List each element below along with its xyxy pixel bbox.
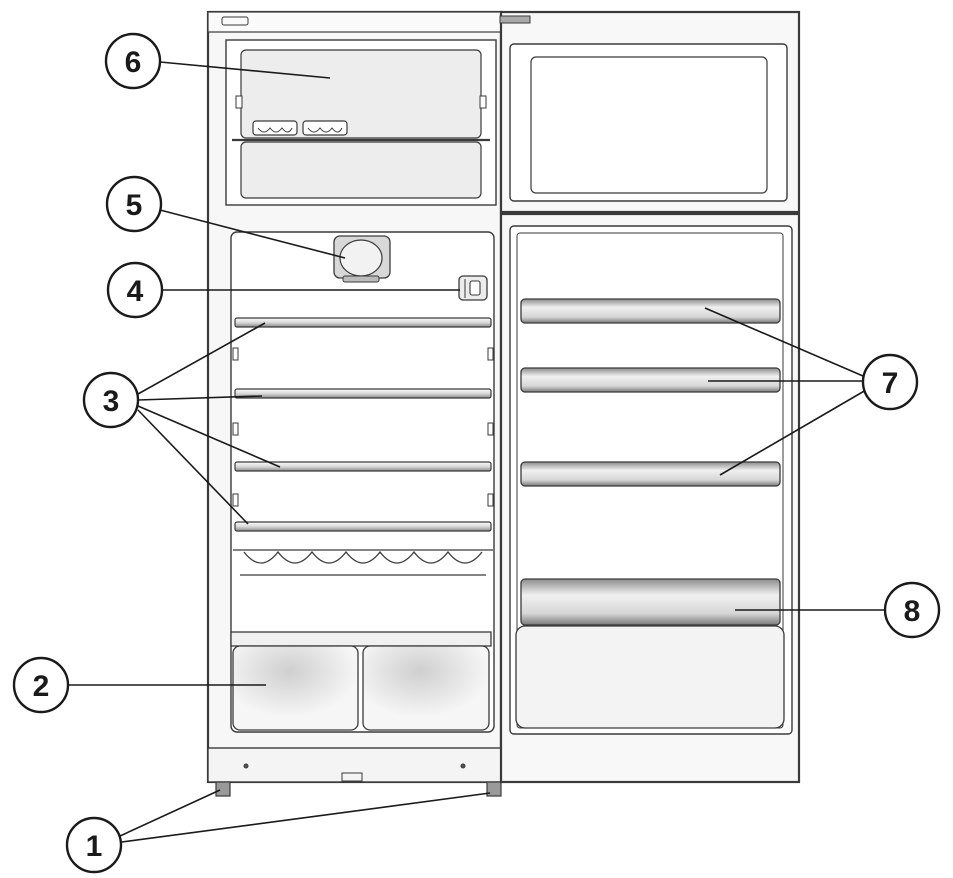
callout-label: 4: [127, 275, 144, 308]
glass-shelf-2: [234, 388, 492, 399]
shelf-rail: [487, 347, 494, 361]
callout-circle: [883, 581, 941, 639]
freezer-upper-bay: [240, 49, 482, 139]
freezer-lower-bay: [240, 141, 482, 199]
glass-shelf-3: [234, 461, 492, 472]
leader-line-6: [159, 61, 331, 79]
door-shelf-1: [520, 298, 781, 324]
foot-right: [486, 781, 502, 797]
bottle-rack-wave: [243, 550, 483, 564]
leader-line-1b: [121, 792, 491, 843]
thermostat-unit: [458, 275, 488, 301]
kickplate: [207, 747, 502, 783]
glass-shelf-1: [234, 317, 492, 328]
bottle-tray: [515, 578, 785, 729]
callout-label: 8: [904, 595, 921, 628]
freezer-rail-left: [235, 95, 243, 109]
bottle-tray-rail: [520, 578, 781, 626]
top-handle-left: [221, 16, 249, 26]
callout-label: 2: [33, 670, 50, 703]
leader-line-3b: [137, 395, 263, 401]
callout-2: 2: [12, 656, 70, 714]
shelf-support-rails: [232, 347, 494, 507]
callout-8: 8: [883, 581, 941, 639]
callout-6: 6: [104, 32, 162, 90]
callout-3: 3: [82, 371, 140, 429]
bottle-tray-bin: [515, 625, 785, 729]
callout-circle: [106, 261, 164, 319]
freezer-rail-right: [479, 95, 487, 109]
glass-shelf-4: [234, 521, 492, 532]
freezer-shelf: [232, 49, 490, 199]
shelf-rail: [232, 422, 239, 436]
door-shelves: [520, 298, 781, 487]
lamp-base: [342, 275, 380, 283]
ice-tray-left: [252, 120, 298, 136]
crisper-drawers: [230, 631, 492, 731]
crisper-right: [362, 645, 490, 731]
foot-left: [215, 781, 231, 797]
leader-line-1a: [119, 789, 221, 837]
callout-label: 1: [86, 830, 103, 863]
callout-circle: [65, 816, 123, 874]
lamp-bulb: [339, 239, 383, 277]
callout-7: 7: [861, 353, 919, 411]
leader-line-7a: [704, 307, 864, 377]
shelf-rail: [232, 493, 239, 507]
callout-circle: [105, 175, 163, 233]
callout-1: 1: [65, 816, 123, 874]
callout-4: 4: [106, 261, 164, 319]
crisper-left: [232, 645, 359, 731]
shelf-rail: [232, 347, 239, 361]
cabinet-top-strip: [207, 11, 502, 33]
ice-tray-right: [302, 120, 348, 136]
door-shelf-2: [520, 367, 781, 393]
leader-line-3c: [137, 405, 281, 468]
leader-line-3d: [137, 409, 249, 525]
ice-tray-left-cups: [257, 127, 293, 133]
crisper-cover: [230, 631, 492, 647]
shelf-rail: [487, 422, 494, 436]
freezer-door-panel: [530, 56, 768, 194]
bottle-rack: [233, 549, 493, 576]
kickplate-tab: [341, 772, 363, 782]
callout-label: 3: [103, 385, 120, 418]
thermostat-knob: [469, 280, 481, 296]
door-hinge-top: [499, 15, 531, 24]
callout-circle: [104, 32, 162, 90]
callouts: 6 5 4 3 2 1 7 8: [12, 32, 941, 874]
kickplate-screw-right: [460, 763, 466, 769]
callout-circle: [12, 656, 70, 714]
leader-line-7c: [719, 389, 867, 476]
callout-5: 5: [105, 175, 163, 233]
leader-line-5: [159, 209, 346, 259]
callout-label: 7: [882, 367, 899, 400]
callout-label: 6: [125, 46, 142, 79]
shelf-rail: [487, 493, 494, 507]
lamp-unit: [333, 235, 391, 283]
glass-shelves: [232, 317, 494, 532]
callout-circle: [861, 353, 919, 411]
fridge-interior: [230, 231, 495, 733]
kickplate-screw-left: [243, 763, 249, 769]
callout-circle: [82, 371, 140, 429]
callout-label: 5: [126, 189, 143, 222]
leader-line-3a: [137, 322, 266, 395]
ice-tray-right-cups: [307, 127, 343, 133]
leader-lines: [68, 61, 885, 843]
door-shelf-3: [520, 461, 781, 487]
